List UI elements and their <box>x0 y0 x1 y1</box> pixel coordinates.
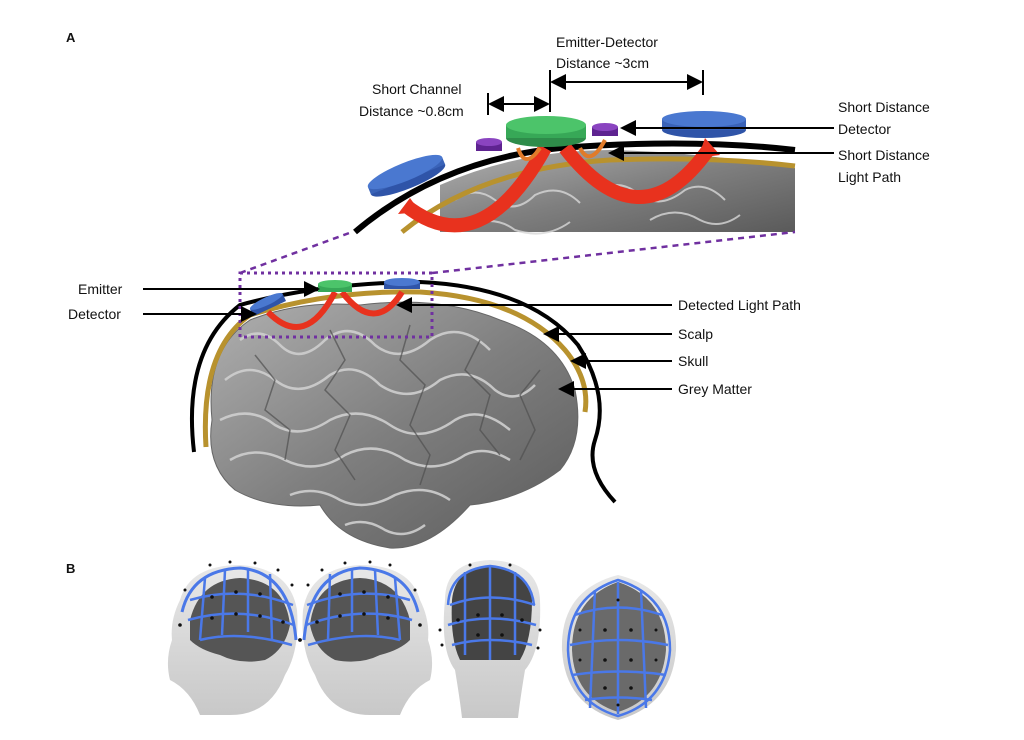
short-channel-distance-line1: Short Channel <box>372 81 462 97</box>
main-detector-right <box>384 278 420 289</box>
emitter-detector-distance-line2: Distance ~3cm <box>556 55 649 71</box>
scalp <box>189 279 617 504</box>
skull-label: Skull <box>678 353 708 369</box>
zoom-projection <box>239 230 796 275</box>
inset-light-path-right <box>559 143 714 204</box>
inset-short-detector-right <box>592 123 618 136</box>
inset-detector-left <box>367 154 446 197</box>
short-distance-light-path-line2: Light Path <box>838 169 901 185</box>
main-light-path-left <box>265 290 338 330</box>
detector-label: Detector <box>68 306 121 322</box>
zoom-inset <box>353 111 796 235</box>
emitter-detector-distance-line1: Emitter-Detector <box>556 34 658 50</box>
inset-scalp <box>353 140 796 235</box>
inset-short-path-left <box>516 146 542 161</box>
short-channel-distance-line2: Distance ~0.8cm <box>359 103 464 119</box>
montage-view-right <box>298 560 433 715</box>
emitter-label: Emitter <box>78 281 123 297</box>
inset-short-path-right <box>578 139 607 159</box>
scalp-label: Scalp <box>678 326 713 342</box>
inset-light-path-left <box>400 144 552 233</box>
montage-views <box>167 560 677 720</box>
inset-emitter <box>506 116 586 147</box>
panel-label-a: A <box>66 30 76 45</box>
short-distance-detector-line2: Detector <box>838 121 891 137</box>
brain <box>210 301 579 549</box>
inset-detector-right <box>662 111 746 138</box>
montage-view-top <box>561 575 677 720</box>
main-detector-left <box>249 292 287 317</box>
montage-view-back <box>438 560 542 718</box>
detected-light-path-label: Detected Light Path <box>678 297 801 313</box>
grey-matter-label: Grey Matter <box>678 381 752 397</box>
montage-view-left <box>167 560 302 715</box>
short-distance-light-path-line1: Short Distance <box>838 147 930 163</box>
main-head <box>189 271 617 549</box>
short-distance-detector-line1: Short Distance <box>838 99 930 115</box>
panel-label-b: B <box>66 561 75 576</box>
main-emitter <box>318 280 352 292</box>
inset-short-detector-left <box>476 138 502 151</box>
distance-brackets <box>487 70 704 115</box>
